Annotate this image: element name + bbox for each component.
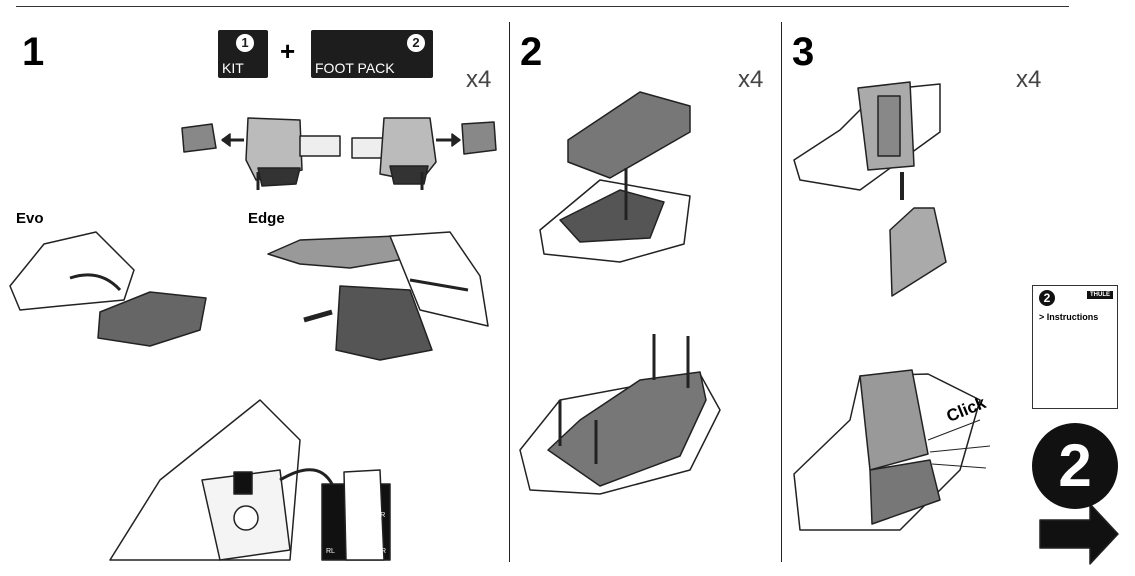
pad-pressed-illustration bbox=[519, 334, 721, 495]
kit-label: KIT bbox=[222, 60, 244, 76]
step-2-multiplier: x4 bbox=[738, 66, 764, 93]
foot-pack-box: 2 FOOT PACK bbox=[311, 30, 433, 78]
card-instructions-title: > Instructions bbox=[1039, 312, 1099, 322]
position-label-rl: RL bbox=[326, 548, 335, 555]
step-1-multiplier: x4 bbox=[466, 66, 492, 93]
edge-label: Edge bbox=[248, 210, 285, 227]
tower-pad-clip-illustration bbox=[793, 81, 947, 297]
position-label-rr: RR bbox=[376, 548, 387, 555]
evo-label: Evo bbox=[16, 210, 44, 227]
next-arrow-icon bbox=[1039, 503, 1119, 565]
foot-pack-label: FOOT PACK bbox=[315, 60, 395, 76]
kit-box: 1 KIT bbox=[218, 30, 268, 78]
vehicle-position-diagram bbox=[321, 469, 391, 561]
step-divider-2 bbox=[781, 22, 782, 562]
kit-number-badge: 1 bbox=[236, 34, 254, 52]
foot-pack-number-badge: 2 bbox=[407, 34, 425, 52]
foot-disassembly-right bbox=[351, 117, 497, 185]
plus-sign: + bbox=[280, 36, 296, 66]
step-1-number: 1 bbox=[22, 30, 45, 74]
step-2-number: 2 bbox=[520, 30, 543, 74]
top-rule bbox=[16, 6, 1069, 7]
tower-sticker-illustration bbox=[109, 399, 336, 561]
position-label-fr: FR bbox=[376, 512, 386, 519]
evo-foot-illustration bbox=[9, 231, 207, 347]
arrow-right-head-icon bbox=[451, 133, 461, 147]
step-3-multiplier: x4 bbox=[1016, 66, 1042, 93]
next-instructions-card: 2 THULE > Instructions bbox=[1032, 285, 1118, 409]
edge-foot-illustration bbox=[267, 231, 489, 361]
step-divider-1 bbox=[509, 22, 510, 562]
pad-placement-illustration bbox=[539, 91, 691, 263]
thule-logo: THULE bbox=[1087, 291, 1113, 299]
step-3-number: 3 bbox=[792, 30, 815, 74]
arrow-left-head-icon bbox=[221, 133, 231, 147]
tower-pad-clicked-illustration bbox=[793, 369, 991, 531]
card-step-number: 2 bbox=[1039, 290, 1055, 306]
foot-disassembly-left bbox=[181, 117, 341, 187]
next-step-badge: 2 bbox=[1032, 423, 1118, 509]
